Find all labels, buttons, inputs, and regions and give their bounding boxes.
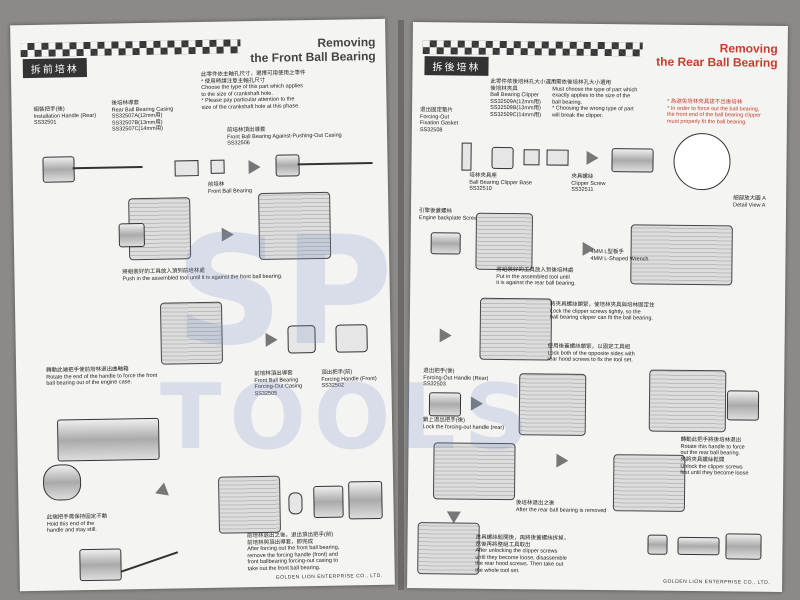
- lock-handle-label: 鎖上退出把手(後) Lock the forcing-out handle (r…: [422, 417, 505, 431]
- order-note: * 為避免培林夾具拔不出後培林 * In order to force out …: [666, 98, 761, 126]
- choose-note: 此零件依主軸孔尺寸，選擇可用使用之零件 * 使用時請注意主軸孔尺寸 Choose…: [200, 70, 306, 111]
- engine-case-icon: [217, 475, 281, 534]
- forcing-handle-icon: [348, 480, 383, 520]
- detail-view-circle: [673, 132, 731, 191]
- left-page: 拆前培林 Removing the Front Ball Bearing 此零件…: [10, 18, 395, 592]
- must-choose-note: * 需依後培林孔大小選用 Must choose the type of par…: [551, 79, 638, 119]
- engine-case-icon: [417, 522, 480, 575]
- step-arrow-icon: [556, 453, 569, 468]
- engine-case-icon: [648, 369, 727, 433]
- front-bearing-icon: [288, 492, 303, 515]
- rotate-label: 轉動此把手將後培林退出 Rotate this handle to force …: [680, 436, 745, 457]
- forcing-casing-icon: [287, 325, 316, 354]
- checker-banner: [422, 40, 643, 57]
- casing-label: 後培林導套 Rear Ball Bearing Casing SS32507A(…: [111, 100, 174, 133]
- clipper-screw-icon: [546, 149, 569, 166]
- assembled-clipper-icon: [611, 148, 654, 173]
- push-label: 將組裝好的工具放入頂到前培林處 Push in the assembled to…: [122, 267, 283, 282]
- final-rod-icon: [120, 551, 179, 573]
- clipper-base-icon: [647, 534, 668, 555]
- engine-case-icon: [258, 191, 332, 261]
- page-title: Removing the Rear Ball Bearing: [656, 41, 778, 70]
- hold-label: 此端把手需保持固定不動 Hold this end of the handle …: [46, 513, 108, 534]
- footer: GOLDEN LION ENTERPRISE CO., LTD.: [663, 578, 771, 586]
- against-casing-icon: [210, 159, 225, 174]
- clipper-base-label: 培林夾具座 Ball Bearing Clipper Base SS32510: [469, 172, 533, 192]
- lock-both-label: 使用後蓋螺絲鎖緊，以固定工具組 Lock both of the opposit…: [547, 343, 635, 364]
- installation-handle-icon: [42, 156, 75, 183]
- against-label: 前培林頂出導套 Front Ball Bearing Against-Pushi…: [226, 126, 342, 147]
- page-title: Removing the Front Ball Bearing: [250, 35, 376, 65]
- title-line1: Removing: [719, 41, 778, 56]
- section-tag: 拆後培林: [424, 56, 489, 76]
- assembled-rod-icon: [297, 162, 373, 166]
- right-page: 拆後培林 Removing the Rear Ball Bearing 此零件依…: [407, 22, 788, 592]
- title-line2: the Rear Ball Bearing: [656, 54, 778, 70]
- engine-with-tool-icon: [56, 417, 160, 462]
- engine-case-icon: [159, 301, 224, 365]
- engine-case-icon: [479, 297, 553, 361]
- assembled-tool-icon: [275, 154, 300, 177]
- page-fold: [398, 20, 404, 590]
- clipper-icon: [523, 149, 540, 166]
- final-handle-icon: [79, 548, 122, 582]
- step-arrow-icon: [265, 332, 278, 347]
- footer: GOLDEN LION ENTERPRISE CO., LTD.: [275, 572, 383, 581]
- step-arrow-icon: [155, 482, 174, 501]
- clipper-screw-label: 夾具螺絲 Clipper Screw SS32511: [571, 173, 606, 193]
- final-label: 夾具螺絲鬆開後，再將後蓋螺絲拆掉， 然後再將整組工具取出 After unloc…: [475, 534, 570, 574]
- tool-set-icon: [430, 232, 461, 255]
- rear-casing-icon: [174, 160, 199, 177]
- after-label: 前培林退出之後，退出頂出把手(前) 前培林與頂出導套，即完成 After for…: [246, 531, 340, 572]
- step-arrow-icon: [439, 328, 452, 343]
- title-line2: the Front Ball Bearing: [250, 48, 376, 66]
- wrench-label: 4MM L型板手 4MM L-Shaped Wrench: [590, 248, 649, 263]
- rear-handle-label: 退出把手(後) Forcing-Out Handle (Rear) SS3250…: [423, 368, 489, 388]
- step-arrow-icon: [586, 150, 599, 166]
- forcing-handle-icon: [335, 324, 368, 353]
- handle-front-label: 頂出把手(前) Forcing Handle (Front) SS32502: [321, 369, 377, 389]
- forcing-casing-icon: [313, 485, 344, 519]
- tool-handle-icon: [118, 222, 145, 248]
- section-tag: 拆前培林: [22, 57, 88, 79]
- putin-label: 將組裝好的工具放入到後培林處 Put in the assembled tool…: [496, 266, 576, 287]
- step-arrow-icon: [221, 227, 234, 242]
- unlock-first-label: 先將夾具螺絲鬆開 Unlock the clipper screws first…: [680, 456, 749, 477]
- rear-handle-icon: [726, 390, 760, 421]
- detail-label: 細部放大圖 A Detail View A: [733, 195, 766, 209]
- gasket-icon: [461, 142, 472, 171]
- step-arrow-icon: [248, 159, 261, 175]
- checker-banner: [20, 39, 241, 58]
- engine-case-icon: [475, 212, 533, 271]
- rotate-label: 轉動此端把手使前培林退出曲軸箱 Rotate the end of the ha…: [46, 366, 158, 387]
- handle-rod-icon: [72, 166, 143, 170]
- engine-case-icon: [432, 442, 516, 501]
- clipper-base-icon: [491, 146, 514, 170]
- handle-end-icon: [42, 464, 82, 501]
- rear-handle-icon: [725, 533, 762, 560]
- after-removed-label: 後培林退出之後 After the rear ball bearing is r…: [515, 500, 607, 514]
- lock-label: 將夾具螺絲鎖緊，使培林夾具與培林固定住 Lock the clipper scr…: [549, 301, 655, 322]
- gasket-label: 退出固定墊片 Forcing-Out Fixation Gasket SS325…: [419, 107, 459, 133]
- rear-handle-icon: [428, 392, 462, 417]
- step-arrow-icon: [470, 396, 484, 411]
- tool-set-icon: [677, 536, 720, 556]
